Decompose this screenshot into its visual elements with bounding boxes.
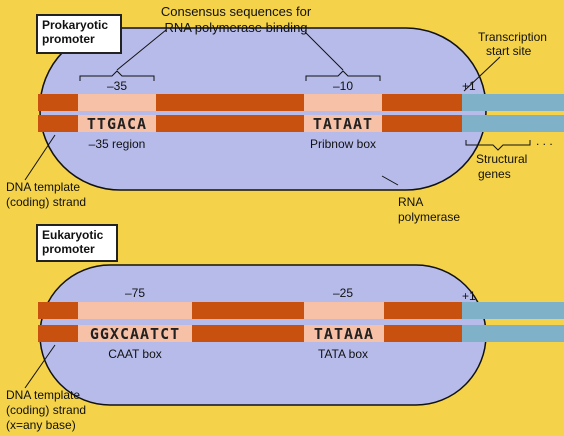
prokaryotic-title-box: Prokaryotic promoter: [36, 14, 122, 54]
prokaryotic-template-leader: [24, 134, 56, 181]
transcription-start-leader: [463, 56, 501, 92]
prokaryotic-site2-position: –10: [332, 79, 354, 93]
eukaryotic-template-line1: DNA template: [6, 388, 81, 402]
eukaryotic-template-line3: (x=any base): [6, 418, 76, 432]
eukaryotic-site1-sequence: GGXCAATCT: [89, 325, 181, 343]
eukaryotic-site2-lower: [304, 325, 384, 342]
transcription-start-line1: Transcription: [478, 30, 547, 44]
eukaryotic-site2-name: TATA box: [317, 347, 368, 361]
eukaryotic-site2-sequence: TATAAA: [313, 325, 375, 343]
rna-polymerase-line2: polymerase: [398, 210, 461, 224]
eukaryotic-site2-position: –25: [332, 286, 354, 300]
eukaryotic-gene-lower: [462, 325, 564, 342]
structural-genes-brace: [465, 140, 531, 151]
prokaryotic-site1-name: –35 region: [88, 137, 146, 151]
prokaryotic-gene-upper: [462, 94, 564, 111]
prokaryotic-title-line2: promoter: [42, 32, 95, 46]
prokaryotic-template-line2: (coding) strand: [6, 195, 87, 209]
transcription-start-line2: start site: [486, 44, 532, 58]
rna-polymerase-line1: RNA: [398, 195, 424, 209]
prokaryotic-site2-sequence: TATAAT: [312, 115, 374, 133]
eukaryotic-site1-lower: [78, 325, 192, 342]
eukaryotic-site2-upper: [304, 302, 384, 319]
eukaryotic-gene-upper: [462, 302, 564, 319]
prokaryotic-site2-lower: [304, 115, 382, 132]
structural-genes-line1: Structural: [476, 152, 528, 166]
consensus-leader-left: [116, 29, 167, 71]
structural-genes-dots: . . .: [536, 134, 553, 148]
prokaryotic-site1-sequence: TTGACA: [86, 115, 148, 133]
prokaryotic-title-line1: Prokaryotic: [42, 18, 109, 32]
prokaryotic-template-line1: DNA template: [6, 180, 81, 194]
prokaryotic-site2-name: Pribnow box: [309, 137, 377, 151]
eukaryotic-site1-name: CAAT box: [108, 347, 162, 361]
eukaryotic-site1-position: –75: [124, 286, 146, 300]
rna-polymerase-leader: [381, 175, 399, 186]
eukaryotic-title-line1: Eukaryotic: [42, 228, 104, 242]
structural-genes-line2: genes: [478, 167, 511, 181]
prokaryotic-site1-upper: [78, 94, 156, 111]
prokaryotic-gene-lower: [462, 115, 564, 132]
consensus-title: Consensus sequences for RNA polymerase b…: [160, 4, 312, 35]
prokaryotic-site2-upper: [304, 94, 382, 111]
consensus-leader-right: [304, 31, 344, 71]
eukaryotic-site1-upper: [78, 302, 192, 319]
eukaryotic-start-marker: +1: [462, 289, 476, 303]
eukaryotic-template-leader: [24, 344, 56, 389]
prokaryotic-site1-brace: [79, 70, 155, 81]
eukaryotic-title-box: Eukaryotic promoter: [36, 224, 118, 262]
prokaryotic-site2-brace: [305, 70, 381, 81]
eukaryotic-title-line2: promoter: [42, 242, 95, 256]
prokaryotic-site1-position: –35: [106, 79, 128, 93]
prokaryotic-site1-lower: [78, 115, 156, 132]
prokaryotic-start-marker: +1: [462, 79, 476, 93]
eukaryotic-template-line2: (coding) strand: [6, 403, 87, 417]
